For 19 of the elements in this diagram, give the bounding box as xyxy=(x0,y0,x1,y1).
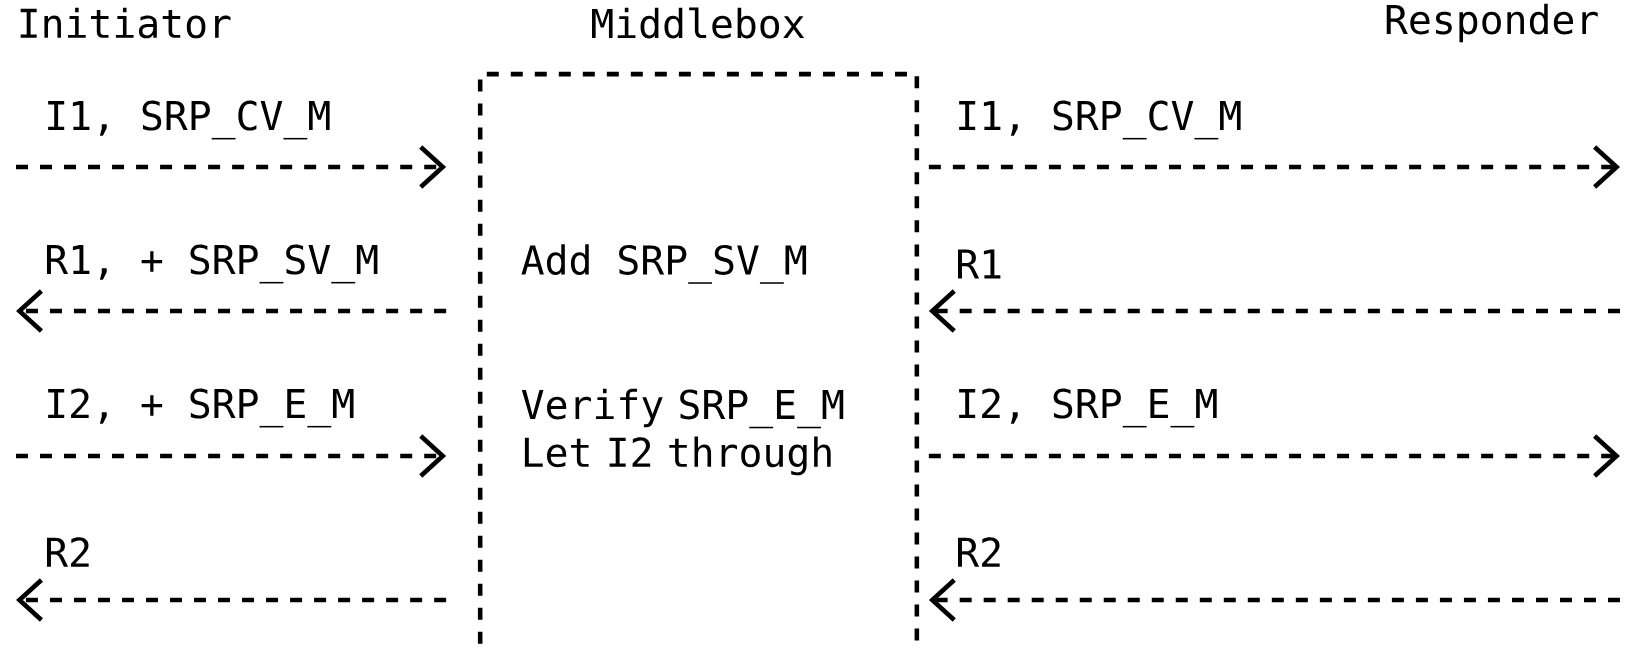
edge-label: R1, + SRP_SV_M xyxy=(40,241,383,287)
arrow xyxy=(16,145,447,189)
edge-label: R2 xyxy=(40,533,96,571)
edge-label: I1, SRP_CV_M xyxy=(951,97,1246,143)
edge-label: R1 xyxy=(951,246,1007,282)
arrow xyxy=(928,434,1620,478)
participant-label: Initiator xyxy=(20,7,231,39)
arrow xyxy=(928,578,1620,622)
arrow xyxy=(928,145,1620,189)
arrow xyxy=(16,434,447,478)
arrow xyxy=(16,289,447,333)
edge-label: I2, SRP_E_M xyxy=(951,385,1222,431)
edge-label: R2 xyxy=(951,533,1007,571)
arrow xyxy=(928,289,1620,333)
middlebox-box: Middlebox Add SRP_SV_M Verify SRP_E_M Let I2 through xyxy=(477,7,920,644)
participant-label: Responder xyxy=(1386,3,1598,43)
edge-label: I1, SRP_CV_M xyxy=(40,97,335,143)
edge-label: I2, + SRP_E_M xyxy=(40,385,359,431)
arrow xyxy=(16,578,447,622)
